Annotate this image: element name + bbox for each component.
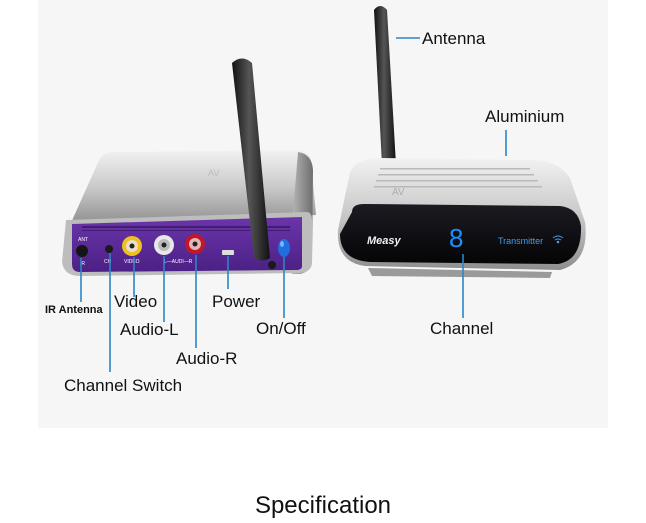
label-ir-antenna: IR Antenna xyxy=(45,304,103,316)
wifi-icon xyxy=(552,235,564,244)
audio-l-jack xyxy=(154,235,174,255)
ant-print: ANT xyxy=(78,237,88,243)
right-model-print: AV xyxy=(392,187,405,198)
on-off-button xyxy=(278,239,290,257)
left-antenna xyxy=(232,58,270,261)
label-audio-l: Audio-L xyxy=(120,320,179,339)
right-antenna xyxy=(374,6,396,165)
ch-print: CH xyxy=(104,259,112,265)
ir-window xyxy=(76,245,88,257)
label-audio-r: Audio-R xyxy=(176,349,238,368)
ir-print: IR xyxy=(80,261,85,267)
channel-display: 8 xyxy=(449,223,463,253)
audio-r-jack xyxy=(185,234,205,254)
left-model-print: AV xyxy=(208,168,219,178)
transmitter-print: Transmitter xyxy=(498,236,543,246)
front-glass-panel xyxy=(340,204,582,264)
label-on-off: On/Off xyxy=(256,319,306,338)
label-video: Video xyxy=(114,292,158,311)
label-channel: Channel xyxy=(430,319,494,338)
video-jack xyxy=(122,236,142,256)
leader-lines xyxy=(80,37,507,372)
left-transmitter: ANT IR CH VIDEO L—AUDI—R AV xyxy=(62,58,316,276)
brand-logo: Measy xyxy=(367,235,402,247)
label-channel-switch: Channel Switch xyxy=(64,376,183,395)
channel-switch xyxy=(105,245,113,253)
label-antenna: Antenna xyxy=(422,29,486,48)
label-power: Power xyxy=(212,292,261,311)
audio-print: L—AUDI—R xyxy=(164,259,193,265)
caption-specification: Specification xyxy=(254,492,392,519)
video-print: VIDEO xyxy=(124,259,140,265)
right-receiver: AV Measy 8 Transmitter xyxy=(337,6,586,278)
power-port xyxy=(222,250,234,255)
label-aluminium: Aluminium xyxy=(485,107,565,126)
